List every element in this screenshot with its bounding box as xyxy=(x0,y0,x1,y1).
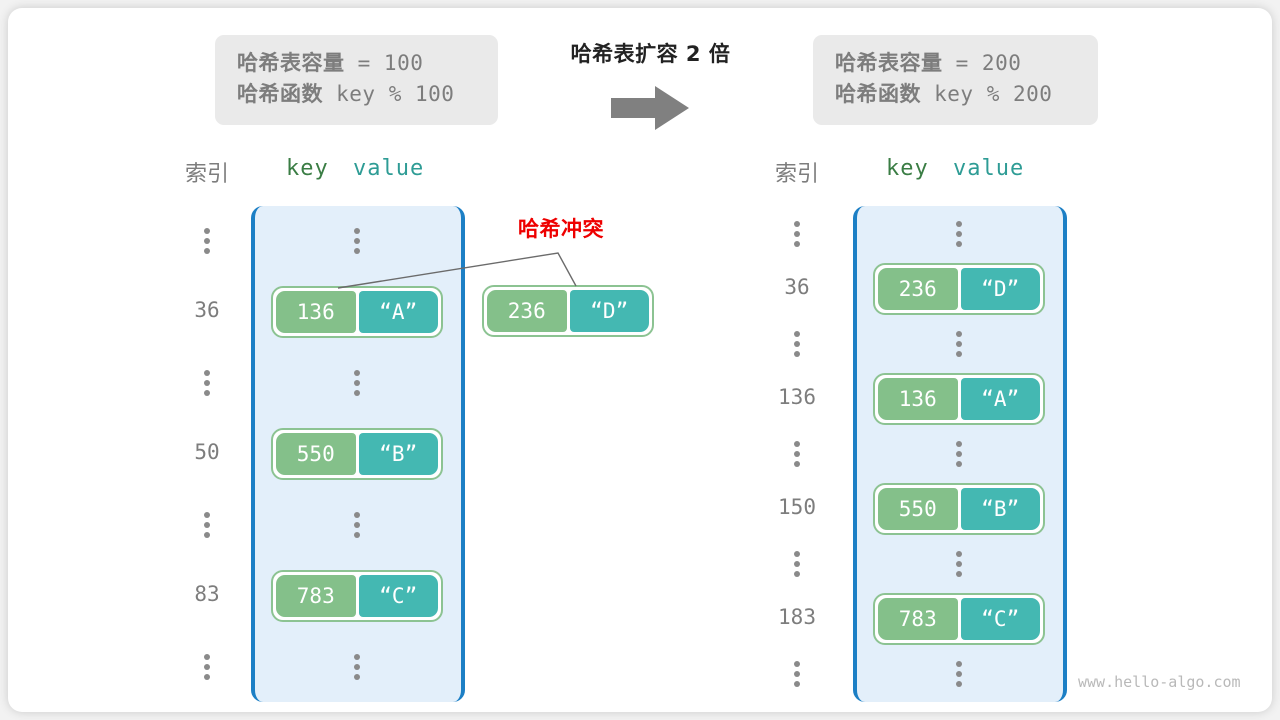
index-ellipsis-icon xyxy=(204,511,210,538)
function-line-before: 哈希函数 key % 100 xyxy=(237,79,476,110)
capacity-value-after: = 200 xyxy=(942,51,1022,75)
entry-key: 136 xyxy=(878,377,958,420)
diagram-card: 哈希表容量 = 100 哈希函数 key % 100 哈希表扩容 2 倍 哈希表… xyxy=(8,8,1272,712)
colliding-entry-value: “D” xyxy=(569,290,649,332)
index-ellipsis-icon xyxy=(794,330,800,357)
bucket-ellipsis-icon xyxy=(354,511,360,538)
capacity-line-after: 哈希表容量 = 200 xyxy=(835,48,1076,79)
header-value-left: value xyxy=(353,156,425,181)
entry-pair: 136“A” xyxy=(271,286,443,339)
index-ellipsis-icon xyxy=(794,661,800,688)
capacity-label-before: 哈希表容量 xyxy=(237,51,345,75)
index-ellipsis-icon xyxy=(794,441,800,467)
entry-key: 550 xyxy=(878,488,958,531)
entry-key: 783 xyxy=(276,574,356,617)
entry-pair: 136“A” xyxy=(873,372,1045,425)
collision-label: 哈希冲突 xyxy=(518,217,604,241)
header-index-right: 索引 xyxy=(774,162,819,187)
function-label-after: 哈希函数 xyxy=(835,82,921,106)
entry-pair: 550“B” xyxy=(271,428,443,480)
entry-value: “B” xyxy=(960,488,1040,531)
index-ellipsis-icon xyxy=(794,551,800,578)
bucket-ellipsis-icon xyxy=(354,370,360,397)
entry-key: 550 xyxy=(276,433,356,475)
index-ellipsis-icon xyxy=(204,228,210,255)
index-ellipsis-icon xyxy=(204,653,210,680)
entry-key: 236 xyxy=(878,267,958,310)
header-key-left: key xyxy=(286,156,329,181)
capacity-line-before: 哈希表容量 = 100 xyxy=(237,48,476,79)
bucket-ellipsis-icon xyxy=(354,653,360,680)
index-ellipsis-icon xyxy=(204,370,210,397)
bucket-ellipsis-icon xyxy=(956,220,962,247)
entry-pair: 783“C” xyxy=(271,569,443,622)
bucket-ellipsis-icon xyxy=(354,228,360,255)
entry-pair: 783“C” xyxy=(873,593,1045,646)
index-label: 83 xyxy=(194,581,220,606)
capacity-value-before: = 100 xyxy=(344,51,424,75)
colliding-entry-key: 236 xyxy=(487,290,567,332)
index-label: 136 xyxy=(778,384,816,409)
function-value-before: key % 100 xyxy=(323,82,455,106)
entry-value: “A” xyxy=(960,377,1040,420)
collision-connector-lines xyxy=(337,252,577,289)
index-label: 183 xyxy=(778,605,816,630)
colliding-entry: 236 “D” xyxy=(482,285,654,337)
right-arrow-icon xyxy=(611,86,689,130)
info-box-after: 哈希表容量 = 200 哈希函数 key % 200 xyxy=(813,35,1098,125)
entry-pair: 236“D” xyxy=(873,262,1045,315)
capacity-label-after: 哈希表容量 xyxy=(835,51,943,75)
entry-key: 783 xyxy=(878,598,958,641)
index-label: 36 xyxy=(784,274,810,299)
function-label-before: 哈希函数 xyxy=(237,82,323,106)
expansion-caption: 哈希表扩容 2 倍 xyxy=(570,42,731,66)
header-value-right: value xyxy=(953,156,1025,181)
header-index-left: 索引 xyxy=(184,162,229,187)
entry-value: “A” xyxy=(358,291,438,334)
bucket-ellipsis-icon xyxy=(956,661,962,688)
function-line-after: 哈希函数 key % 200 xyxy=(835,79,1076,110)
entry-value: “B” xyxy=(358,433,438,475)
index-ellipsis-icon xyxy=(794,220,800,247)
bucket-ellipsis-icon xyxy=(956,551,962,578)
entry-pair: 550“B” xyxy=(873,483,1045,536)
index-label: 36 xyxy=(194,298,220,323)
entry-value: “C” xyxy=(358,574,438,617)
index-label: 50 xyxy=(194,440,220,464)
entry-key: 136 xyxy=(276,291,356,334)
info-box-before: 哈希表容量 = 100 哈希函数 key % 100 xyxy=(215,35,498,125)
index-label: 150 xyxy=(778,495,816,520)
function-value-after: key % 200 xyxy=(921,82,1053,106)
watermark: www.hello-algo.com xyxy=(1078,673,1241,691)
entry-value: “D” xyxy=(960,267,1040,310)
bucket-ellipsis-icon xyxy=(956,441,962,467)
entry-value: “C” xyxy=(960,598,1040,641)
bucket-ellipsis-icon xyxy=(956,330,962,357)
header-key-right: key xyxy=(886,156,929,181)
